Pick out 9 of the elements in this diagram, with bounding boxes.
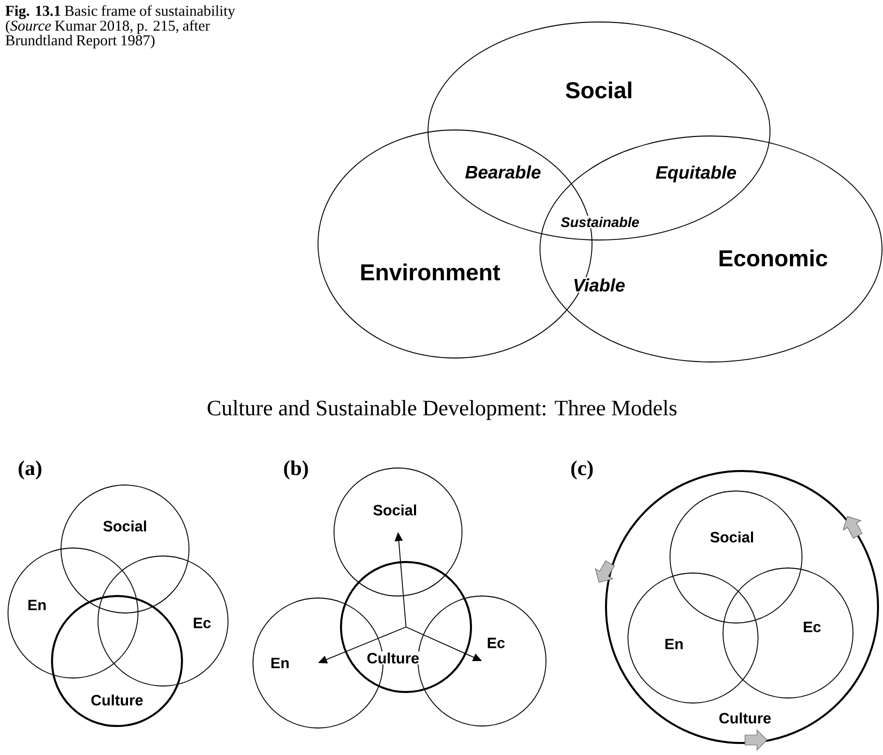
venn-region-label: Bearable [464, 164, 542, 180]
venn-region-label: Sustainable [560, 216, 640, 228]
venn-region-label: Equitable [654, 164, 738, 184]
section-heading: Culture and Sustainable Development: Three Models [206, 399, 678, 421]
panel-label: (b) [282, 459, 310, 481]
figure-caption: Fig. 13.1 Basic frame of sustainability (Source Kumar 2018, p. 215, after Brundtland Report 1987) [5, 5, 236, 48]
panel-label: (a) [16, 459, 44, 481]
panel-label: (c) [569, 459, 595, 481]
venn-region-label: Viable [572, 277, 626, 293]
